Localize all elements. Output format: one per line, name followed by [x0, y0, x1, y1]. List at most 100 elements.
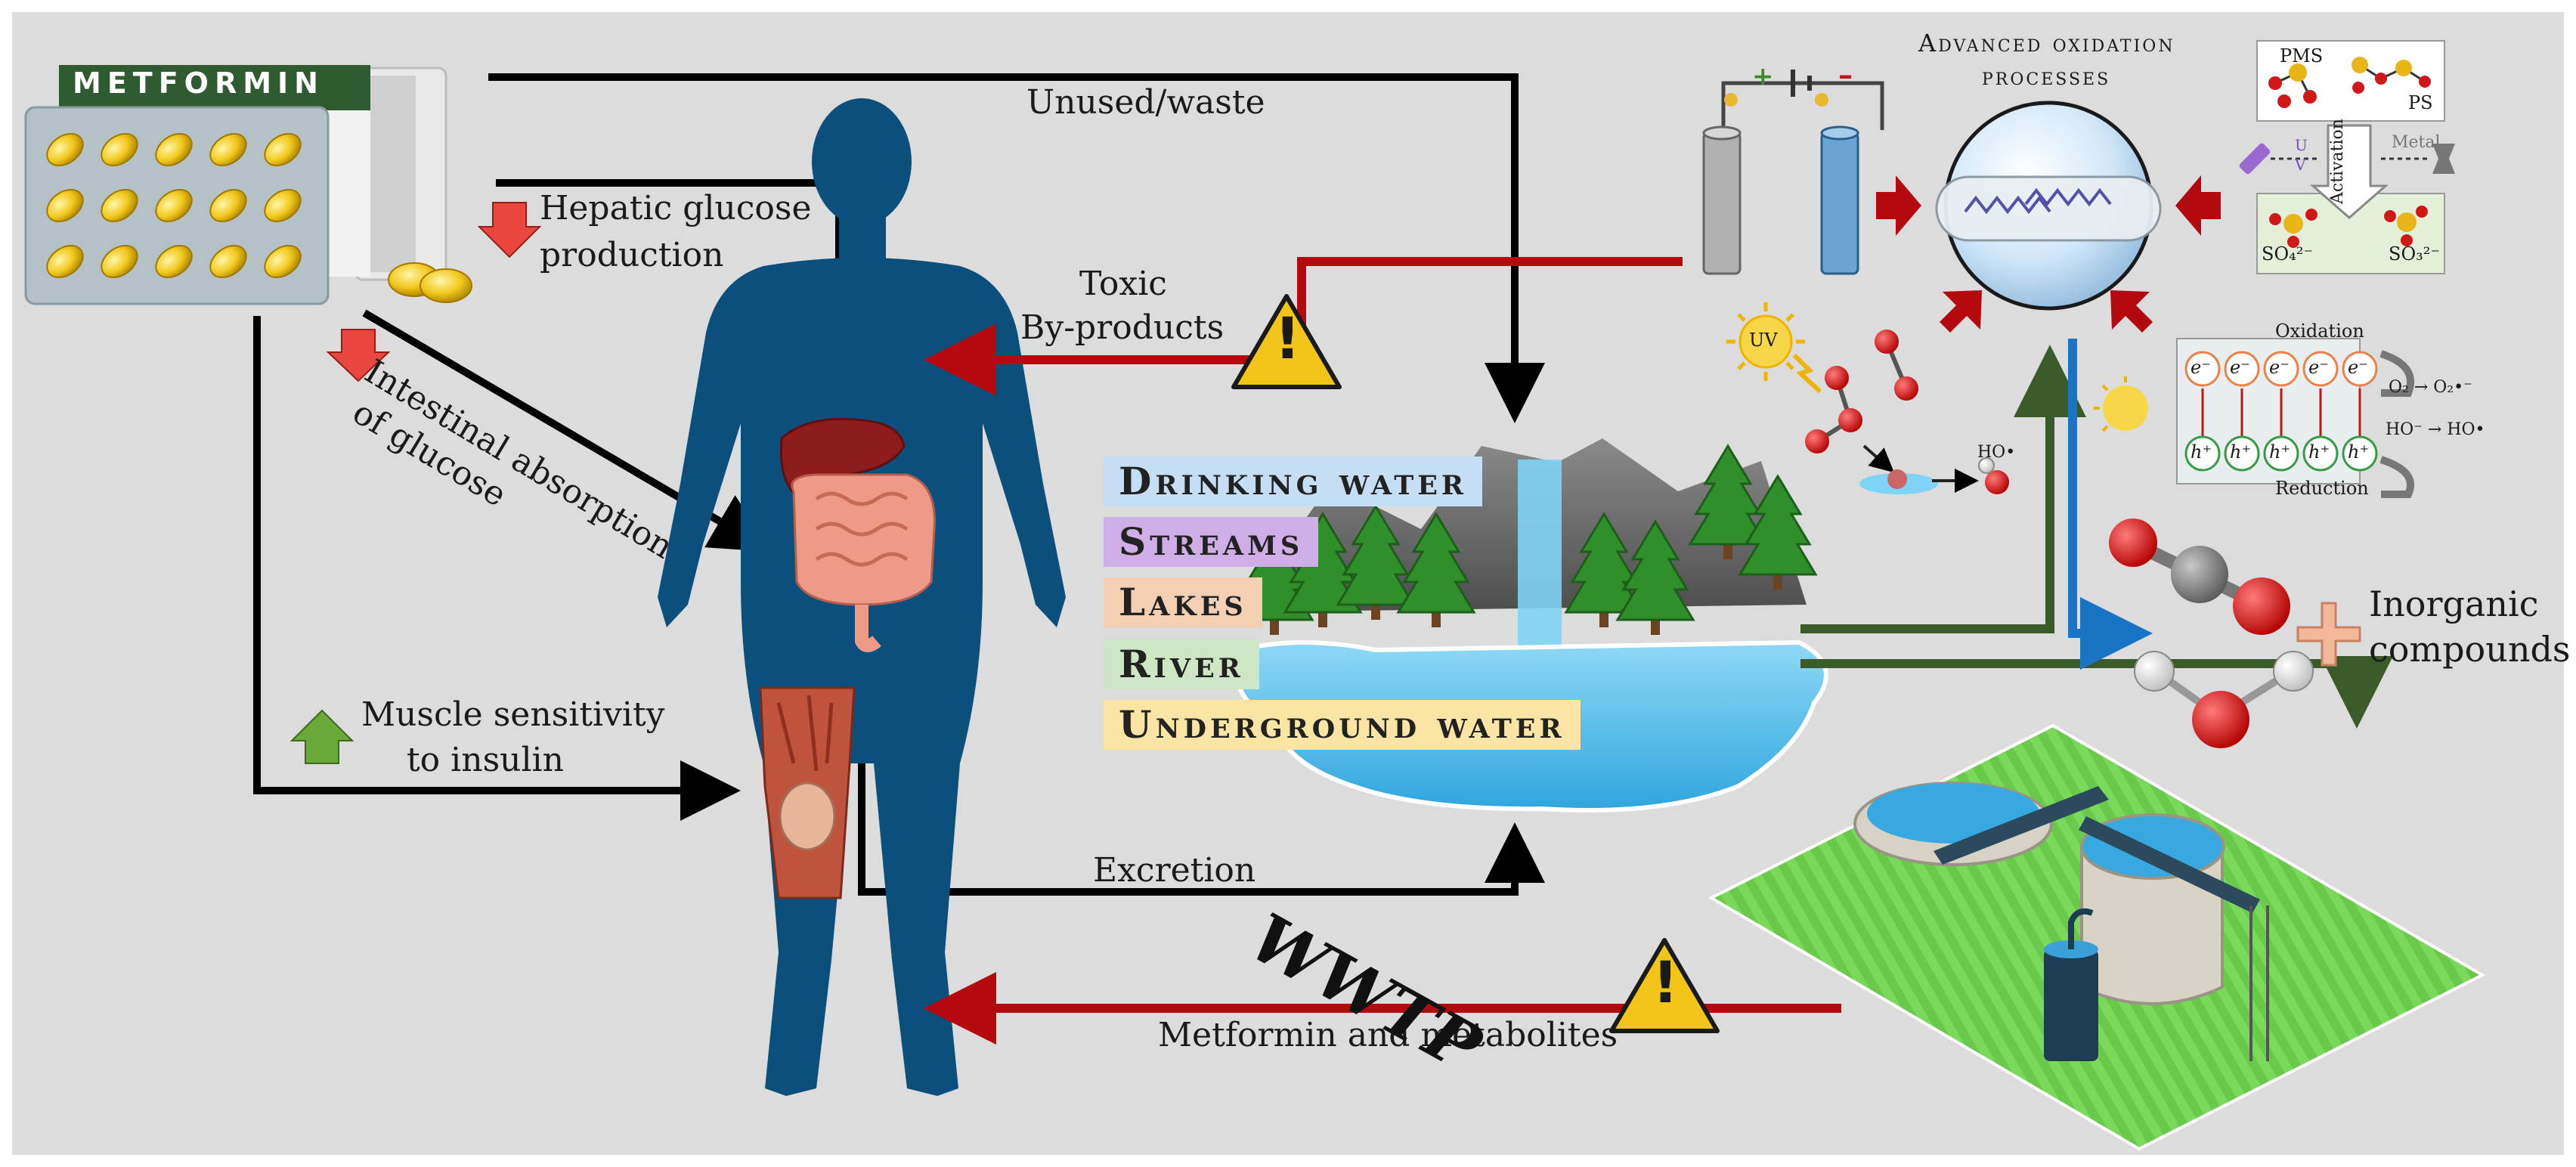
- toxic-label-line1: Toxic: [1079, 265, 1167, 303]
- hole-label: h⁺: [2230, 441, 2252, 463]
- electron-label: e⁻: [2230, 357, 2250, 378]
- ozone-molecule-icon: [1805, 330, 2009, 494]
- uv-lamp-icon: [2239, 143, 2271, 175]
- arrow-water-to-aop: [1800, 345, 2086, 633]
- arrow-left-icon: [2175, 175, 2221, 236]
- reduction-curve-icon: [2379, 456, 2415, 498]
- pill-capsule: [46, 245, 84, 278]
- pill-capsule: [264, 189, 302, 222]
- hole-label: h⁺: [2269, 441, 2291, 463]
- intestine-organ: [791, 473, 936, 652]
- hole-circle: [2342, 435, 2378, 472]
- wwtp-plant-icon: [1708, 723, 2486, 1151]
- arrow-aop-to-products: [2068, 339, 2153, 670]
- electron-circle: [2184, 351, 2221, 387]
- svg-text:+: +: [1752, 61, 1774, 91]
- electron-label: e⁻: [2269, 357, 2290, 378]
- persulfate-activation-panel: [2239, 40, 2455, 274]
- pill-capsule: [209, 245, 247, 278]
- hepatic-label-line2: production: [540, 236, 724, 274]
- pill-capsule: [101, 245, 138, 278]
- warning-glyph: !: [1274, 305, 1301, 372]
- hole-circle: [2224, 435, 2260, 472]
- pill-capsule: [46, 133, 84, 166]
- pill-capsule: [155, 133, 193, 166]
- o2-reaction-label: O₂ → O₂•⁻: [2389, 378, 2472, 397]
- increase-arrow-icon: [289, 709, 355, 764]
- plus-icon: [2296, 602, 2361, 667]
- unused-waste-label: Unused/waste: [1026, 83, 1265, 122]
- pill-capsule: [264, 245, 302, 278]
- hole-label: h⁺: [2348, 441, 2370, 463]
- red-input-arrows: [1876, 175, 2221, 333]
- pill-capsule: [101, 189, 138, 222]
- pack-label: METFORMIN: [73, 67, 324, 100]
- hole-row: [2184, 435, 2378, 472]
- uv-u-label: U: [2295, 136, 2308, 154]
- electron-label: e⁻: [2191, 357, 2211, 378]
- arrow-to-muscle: [253, 316, 741, 821]
- pms-label: PMS: [2280, 45, 2324, 67]
- water-body-streams: Streams: [1104, 517, 1319, 567]
- hole-label: h⁺: [2191, 441, 2212, 463]
- electrochemical-cell-icon: + –: [1702, 57, 1884, 275]
- pill-capsule: [209, 133, 247, 166]
- hole-circle: [2184, 435, 2221, 472]
- excretion-label: Excretion: [1093, 851, 1256, 890]
- pack-label-band: [59, 65, 370, 110]
- electron-label: e⁻: [2308, 357, 2329, 378]
- sulfate-label: SO₄²⁻: [2262, 243, 2314, 265]
- inorganic-label-line1: Inorganic: [2369, 584, 2539, 624]
- arrow-diagonal-icon: [2110, 290, 2153, 333]
- arrow-unused-waste: [488, 73, 1545, 423]
- ps-label: PS: [2408, 92, 2433, 113]
- electron-circle: [2342, 351, 2378, 387]
- electron-row: [2184, 351, 2378, 437]
- electron-label: e⁻: [2348, 357, 2368, 378]
- warning-glyph: !: [1652, 949, 1679, 1016]
- arrow-excretion: [858, 658, 1545, 896]
- uv-sun-icon: [1726, 302, 1822, 394]
- green-arrows: [1800, 345, 2393, 729]
- sun-icon: [2103, 385, 2148, 431]
- loose-pill: [420, 268, 472, 303]
- muscle-label-line1: Muscle sensitivity: [361, 695, 665, 734]
- toxic-label-line2: By-products: [1020, 308, 1225, 347]
- sulfite-label: SO₃²⁻: [2389, 243, 2441, 265]
- hole-label: h⁺: [2308, 441, 2330, 463]
- leg-muscle: [759, 686, 856, 899]
- aop-title-line2: processes: [1982, 62, 2111, 91]
- oxidation-curve-icon: [2379, 350, 2415, 397]
- pill-capsule: [101, 133, 138, 166]
- pill-capsule: [46, 189, 84, 222]
- uv-v-label: V: [2295, 156, 2306, 174]
- metal-icon: [2432, 144, 2455, 174]
- water-body-underground: Underground water: [1104, 700, 1581, 750]
- hole-circle: [2263, 435, 2299, 472]
- arrow-water-to-wwtp: [1800, 656, 2393, 729]
- water-body-river: River: [1104, 639, 1259, 689]
- muscle-label-line2: to insulin: [407, 741, 564, 779]
- svg-text:–: –: [1838, 57, 1853, 91]
- decrease-arrow-icon: [477, 202, 542, 258]
- hydroxyl-label: HO•: [1977, 443, 2016, 462]
- photocatalysis-panel: [2094, 338, 2415, 498]
- pill-capsule: [264, 133, 302, 166]
- pill-grid: [46, 133, 302, 278]
- human-silhouette: [658, 98, 1066, 1096]
- pill-capsule: [209, 189, 247, 222]
- metal-label: Metal: [2392, 133, 2441, 152]
- arrow-toxic-byproducts: [924, 257, 1683, 396]
- arrow-diagonal-icon: [1940, 290, 1982, 333]
- aop-title-line1: Advanced oxidation: [1918, 29, 2175, 57]
- hepatic-label-line1: Hepatic glucose: [540, 189, 812, 228]
- metformin-pack: [24, 65, 472, 305]
- electron-circle: [2302, 351, 2339, 387]
- pill-capsule: [155, 189, 193, 222]
- reduction-label: Reduction: [2275, 478, 2369, 499]
- arrow-right-icon: [1876, 175, 1921, 236]
- uv-sun-label: UV: [1749, 330, 1778, 351]
- activation-arrow-icon: [2310, 124, 2389, 219]
- decrease-arrow-icon: [326, 329, 391, 382]
